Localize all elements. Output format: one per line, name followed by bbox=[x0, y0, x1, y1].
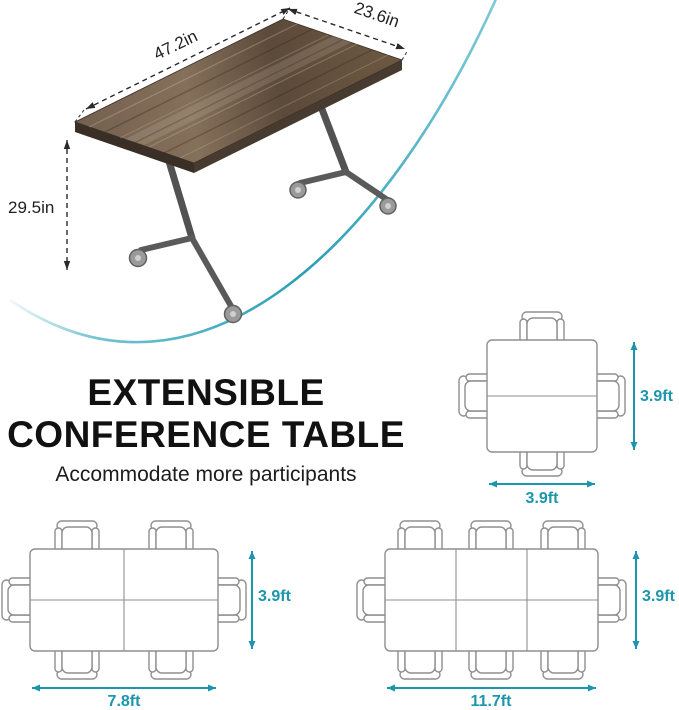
width-dimension-label: 3.9ft bbox=[526, 490, 560, 507]
depth-dimension-label: 23.6in bbox=[352, 0, 402, 31]
tabletop-edge bbox=[75, 122, 194, 173]
heading-subtitle: Accommodate more participants bbox=[55, 462, 357, 486]
tabletop-edge bbox=[194, 60, 402, 173]
caster-wheel bbox=[223, 304, 243, 324]
heading-line2: CONFERENCE TABLE bbox=[7, 413, 405, 455]
depth-dimension-arrow bbox=[287, 8, 406, 50]
heading-line1: EXTENSIBLE bbox=[87, 372, 325, 413]
table-leg-left bbox=[138, 144, 234, 309]
layout-diagram-6-seats: 3.9ft 7.8ft bbox=[1, 520, 292, 710]
depth-dimension-label: 3.9ft bbox=[258, 588, 292, 605]
length-dimension-arrow bbox=[85, 7, 291, 110]
caster-wheel bbox=[379, 197, 397, 215]
depth-dimension-label: 3.9ft bbox=[642, 588, 676, 605]
width-dimension-label: 7.8ft bbox=[108, 693, 142, 710]
layout-diagram-4-seats: 3.9ft 3.9ft bbox=[458, 311, 674, 507]
heading-block: EXTENSIBLE CONFERENCE TABLE Accommodate … bbox=[0, 372, 412, 487]
caster-wheel bbox=[289, 181, 307, 199]
depth-dimension-label: 3.9ft bbox=[640, 388, 674, 405]
height-dimension-label: 29.5in bbox=[8, 198, 54, 217]
table-leg-right bbox=[297, 100, 389, 202]
length-dimension-label: 47.2in bbox=[151, 26, 201, 63]
layout-diagram-8-seats: 3.9ft 11.7ft bbox=[356, 520, 676, 710]
decorative-arc bbox=[9, 0, 497, 344]
conference-table-illustration: 47.2in 23.6in 29.5in bbox=[8, 0, 409, 324]
width-dimension-label: 11.7ft bbox=[471, 693, 513, 710]
caster-wheel bbox=[128, 248, 148, 268]
